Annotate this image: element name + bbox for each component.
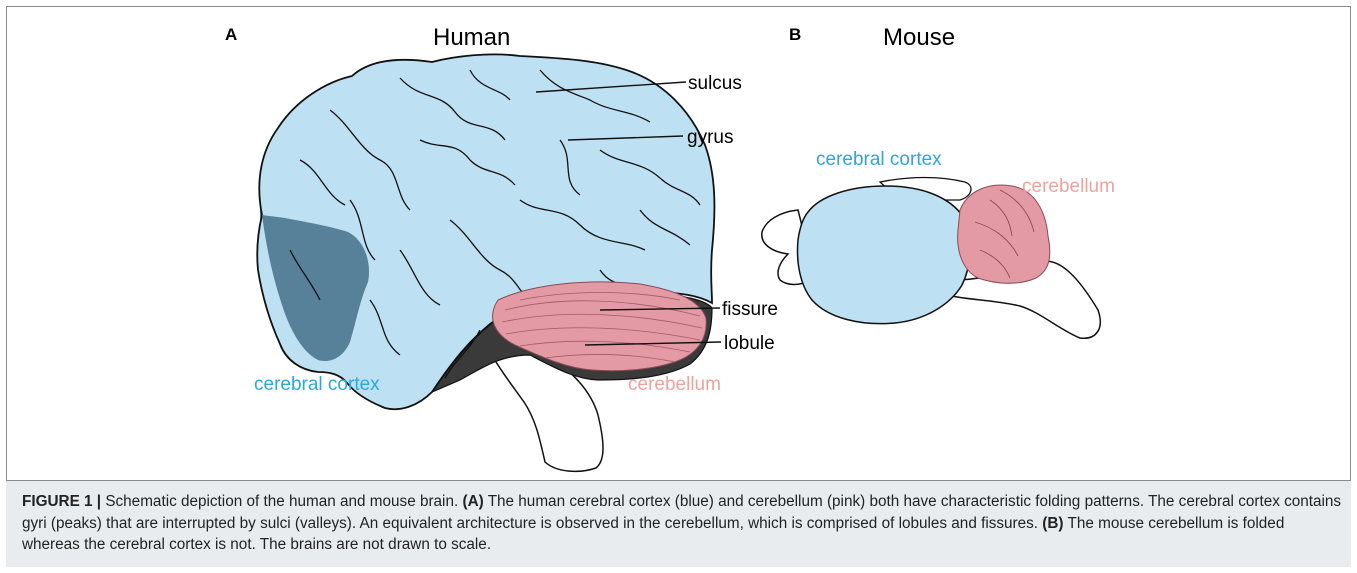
panel-b-title: Mouse	[883, 24, 955, 51]
label-lobule: lobule	[724, 333, 775, 354]
brain-illustration: A Human B Mouse sulcus gyrus fissure lob…	[0, 0, 1357, 480]
mouse-brain	[762, 178, 1100, 339]
label-sulcus: sulcus	[688, 73, 742, 94]
label-human-cerebral-cortex: cerebral cortex	[254, 374, 380, 395]
label-gyrus: gyrus	[687, 127, 733, 148]
panel-a-letter: A	[225, 25, 237, 44]
human-brain	[257, 54, 721, 471]
caption-figure-label: FIGURE 1 |	[22, 493, 101, 510]
caption-box: FIGURE 1 | Schematic depiction of the hu…	[6, 480, 1351, 567]
panel-a-title: Human	[433, 24, 510, 51]
mouse-cerebellum	[958, 185, 1050, 283]
panel-b-letter: B	[789, 25, 801, 44]
label-mouse-cerebral-cortex: cerebral cortex	[816, 149, 942, 170]
label-fissure: fissure	[722, 299, 778, 320]
figure-caption: FIGURE 1 | Schematic depiction of the hu…	[22, 491, 1342, 556]
caption-text-1: Schematic depiction of the human and mou…	[101, 493, 462, 510]
mouse-cortex	[798, 186, 970, 324]
caption-bold-a: (A)	[462, 493, 483, 510]
label-mouse-cerebellum: cerebellum	[1022, 176, 1115, 197]
caption-bold-b: (B)	[1042, 515, 1063, 532]
label-human-cerebellum: cerebellum	[628, 374, 721, 395]
